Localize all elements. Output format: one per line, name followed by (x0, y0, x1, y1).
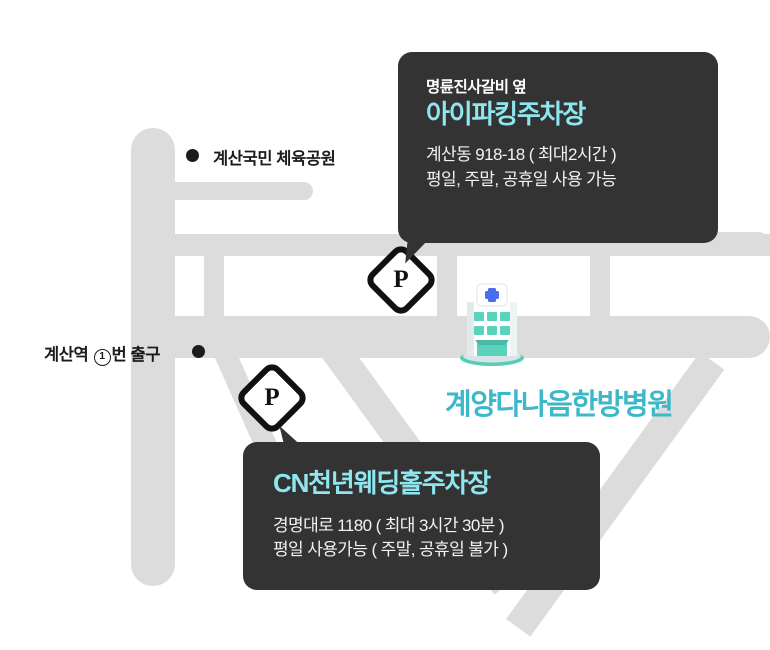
road-vertical-connector-left (204, 250, 224, 326)
parking-marker-top[interactable]: P (362, 241, 440, 319)
road-horizontal-mid (141, 316, 770, 358)
tooltip-body-line-2: 평일 사용가능 ( 주말, 공휴일 불가 ) (273, 540, 508, 560)
station-name: 계산역 (44, 346, 93, 364)
road-vertical-connector-mid (437, 250, 457, 326)
exit-suffix: 번 출구 (111, 346, 161, 364)
tooltip-subtitle: 명륜진사갈비 옆 (426, 79, 527, 96)
tooltip-body-line-1: 경명대로 1180 ( 최대 3시간 30분 ) (273, 515, 505, 535)
tooltip-body: 경명대로 1180 ( 최대 3시간 30분 ) 평일 사용가능 ( 주말, 공… (273, 514, 570, 563)
tooltip-title: 아이파킹주차장 (426, 99, 586, 130)
road-vertical-connector-right (590, 250, 610, 326)
road-horizontal-stub-park (150, 182, 313, 200)
hospital-name-label: 계양다나음한방병원 (445, 389, 674, 421)
exit-number-circle: 1 (93, 349, 111, 366)
parking-sign-letter: P (264, 383, 280, 411)
tooltip-body-line-1: 계산동 918-18 ( 최대2시간 ) (426, 145, 617, 165)
parking-marker-bottom[interactable]: P (233, 359, 311, 437)
iparking-tooltip-tail (405, 235, 430, 266)
dot-marker-station-exit (192, 345, 205, 358)
hospital-building-icon (455, 278, 529, 368)
landmark-label-sports-park: 계산국민 체육공원 (213, 150, 336, 168)
tooltip-title: CN천년웨딩홀주차장 (273, 468, 491, 498)
tooltip-body-line-2: 평일, 주말, 공휴일 사용 가능 (426, 169, 617, 189)
iparking-tooltip[interactable]: 명륜진사갈비 옆 아이파킹주차장 계산동 918-18 ( 최대2시간 ) 평일… (398, 52, 718, 243)
parking-sign-letter: P (393, 265, 409, 293)
tooltip-body: 계산동 918-18 ( 최대2시간 ) 평일, 주말, 공휴일 사용 가능 (426, 143, 690, 192)
cn-wedding-hall-tooltip[interactable]: CN천년웨딩홀주차장 경명대로 1180 ( 최대 3시간 30분 ) 평일 사… (243, 442, 600, 590)
dot-marker-sports-park (186, 149, 199, 162)
